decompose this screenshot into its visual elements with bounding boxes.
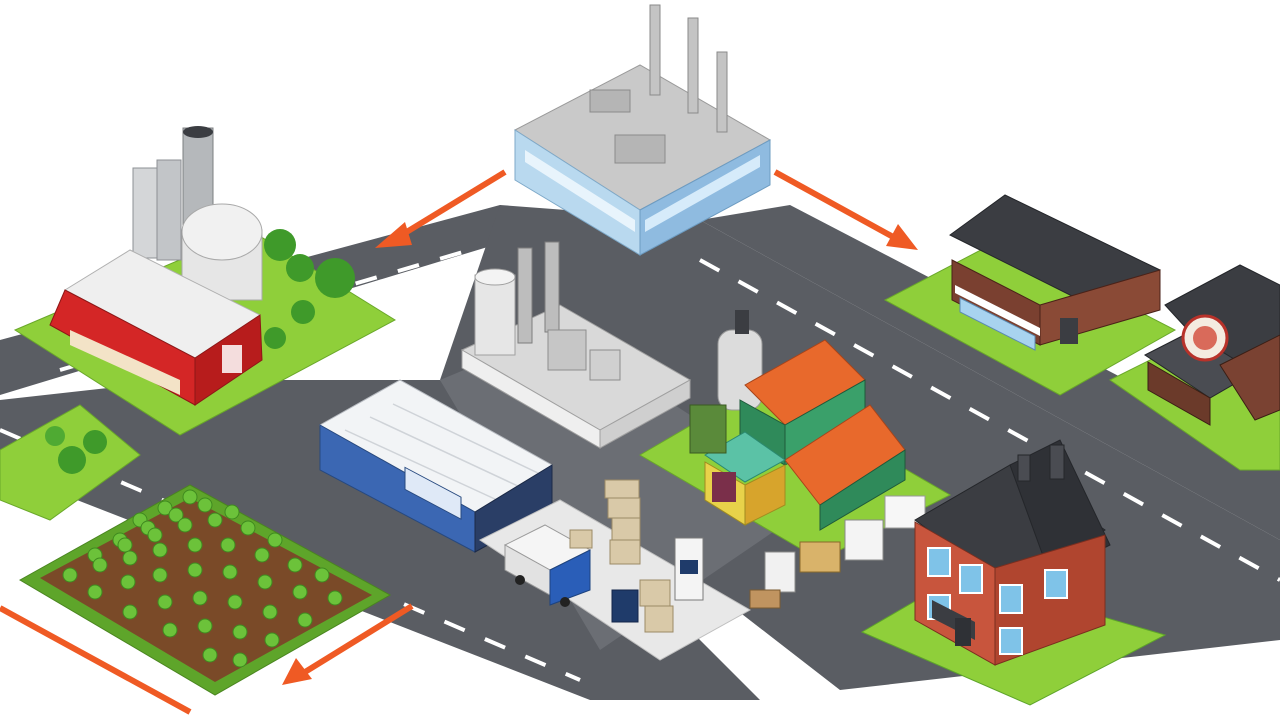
road-right-upper: [700, 205, 1280, 540]
market-silo-cap: [735, 310, 749, 334]
crop-field: [18, 484, 392, 696]
chimney: [649, 4, 661, 96]
restaurant: [1109, 264, 1280, 471]
house-window: [1044, 569, 1068, 599]
delivery-area: [479, 479, 752, 661]
factory-window-strip-right: [645, 155, 760, 232]
plant-tank: [474, 274, 516, 356]
arrow-icon: [375, 169, 507, 248]
arrow-icon: [282, 603, 414, 685]
factory-window-strip: [525, 150, 635, 232]
house-window: [999, 627, 1023, 655]
warehouse-sign: [404, 466, 462, 520]
restaurant-wall-right: [1219, 334, 1280, 421]
plant-stack: [544, 241, 560, 333]
plant-unit: [589, 349, 621, 381]
dome-silo-top: [181, 203, 263, 261]
store-door: [1060, 318, 1078, 344]
kiosk: [611, 589, 639, 623]
silo: [132, 167, 158, 259]
vending-screen: [680, 560, 698, 574]
barn-window-strip: [70, 330, 180, 395]
roof-ribs: [344, 403, 541, 501]
market: [639, 310, 952, 609]
house-window: [999, 584, 1023, 614]
store-awning: [955, 285, 1040, 336]
left-park: [0, 404, 141, 521]
arrow-icon: [0, 605, 192, 715]
stall: [764, 551, 796, 593]
farm: [13, 126, 396, 436]
house-window: [927, 547, 951, 577]
silo: [156, 159, 182, 261]
delivery-truck-icon: [503, 524, 592, 607]
factory: [514, 4, 772, 256]
plant-stack: [517, 247, 533, 344]
stacked-boxes: [569, 479, 674, 633]
market-wall-lower: [819, 449, 906, 531]
plant-wall-right: [599, 379, 691, 449]
road-lower-left: [0, 380, 760, 700]
house-chimney: [1017, 454, 1031, 482]
restaurant-wall: [1147, 361, 1211, 426]
processing-plant: [460, 241, 692, 449]
arrow-icon: [773, 169, 918, 250]
crop-rows: [62, 489, 343, 668]
house: [860, 439, 1167, 706]
store-window: [959, 297, 1036, 351]
silo-top: [183, 126, 213, 138]
market-silo: [717, 329, 763, 411]
stall: [844, 519, 884, 561]
house-window: [959, 564, 983, 594]
flow-arrows: [0, 169, 918, 715]
plant-unit: [547, 329, 587, 371]
plant-tank-top: [474, 268, 516, 286]
barn-door: [222, 345, 242, 373]
chimney: [716, 51, 728, 133]
trees: [264, 229, 355, 349]
roof-unit: [589, 89, 631, 113]
chimney: [687, 17, 699, 114]
stall: [799, 541, 841, 573]
shop-display: [712, 472, 736, 502]
stall: [689, 404, 727, 454]
store: [883, 194, 1177, 396]
warehouse: [318, 379, 553, 553]
house-door: [955, 618, 971, 646]
crate: [749, 589, 781, 609]
house-chimney: [1049, 444, 1065, 480]
shop-wall-right: [744, 464, 786, 526]
roof-unit: [614, 134, 666, 164]
